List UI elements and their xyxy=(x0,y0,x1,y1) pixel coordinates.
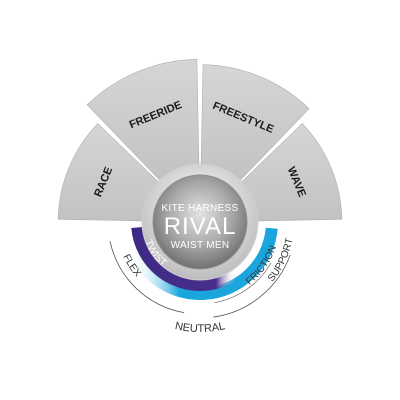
neutral-label: NEUTRAL xyxy=(174,320,226,335)
hub-line-3: WAIST MEN xyxy=(171,240,230,251)
neutral-label-text: NEUTRAL xyxy=(174,320,226,335)
friction-guide-line xyxy=(214,262,272,304)
hub-line-2: RIVAL xyxy=(164,213,237,240)
support-guide-line xyxy=(213,254,291,318)
hub-disc xyxy=(152,174,248,270)
flex-guide-line xyxy=(109,241,185,313)
hub: KITE HARNESS RIVAL WAIST MEN xyxy=(141,163,259,281)
twist-arc xyxy=(131,226,240,291)
support-arc xyxy=(123,227,278,301)
hub-line-1: KITE HARNESS xyxy=(162,203,239,214)
